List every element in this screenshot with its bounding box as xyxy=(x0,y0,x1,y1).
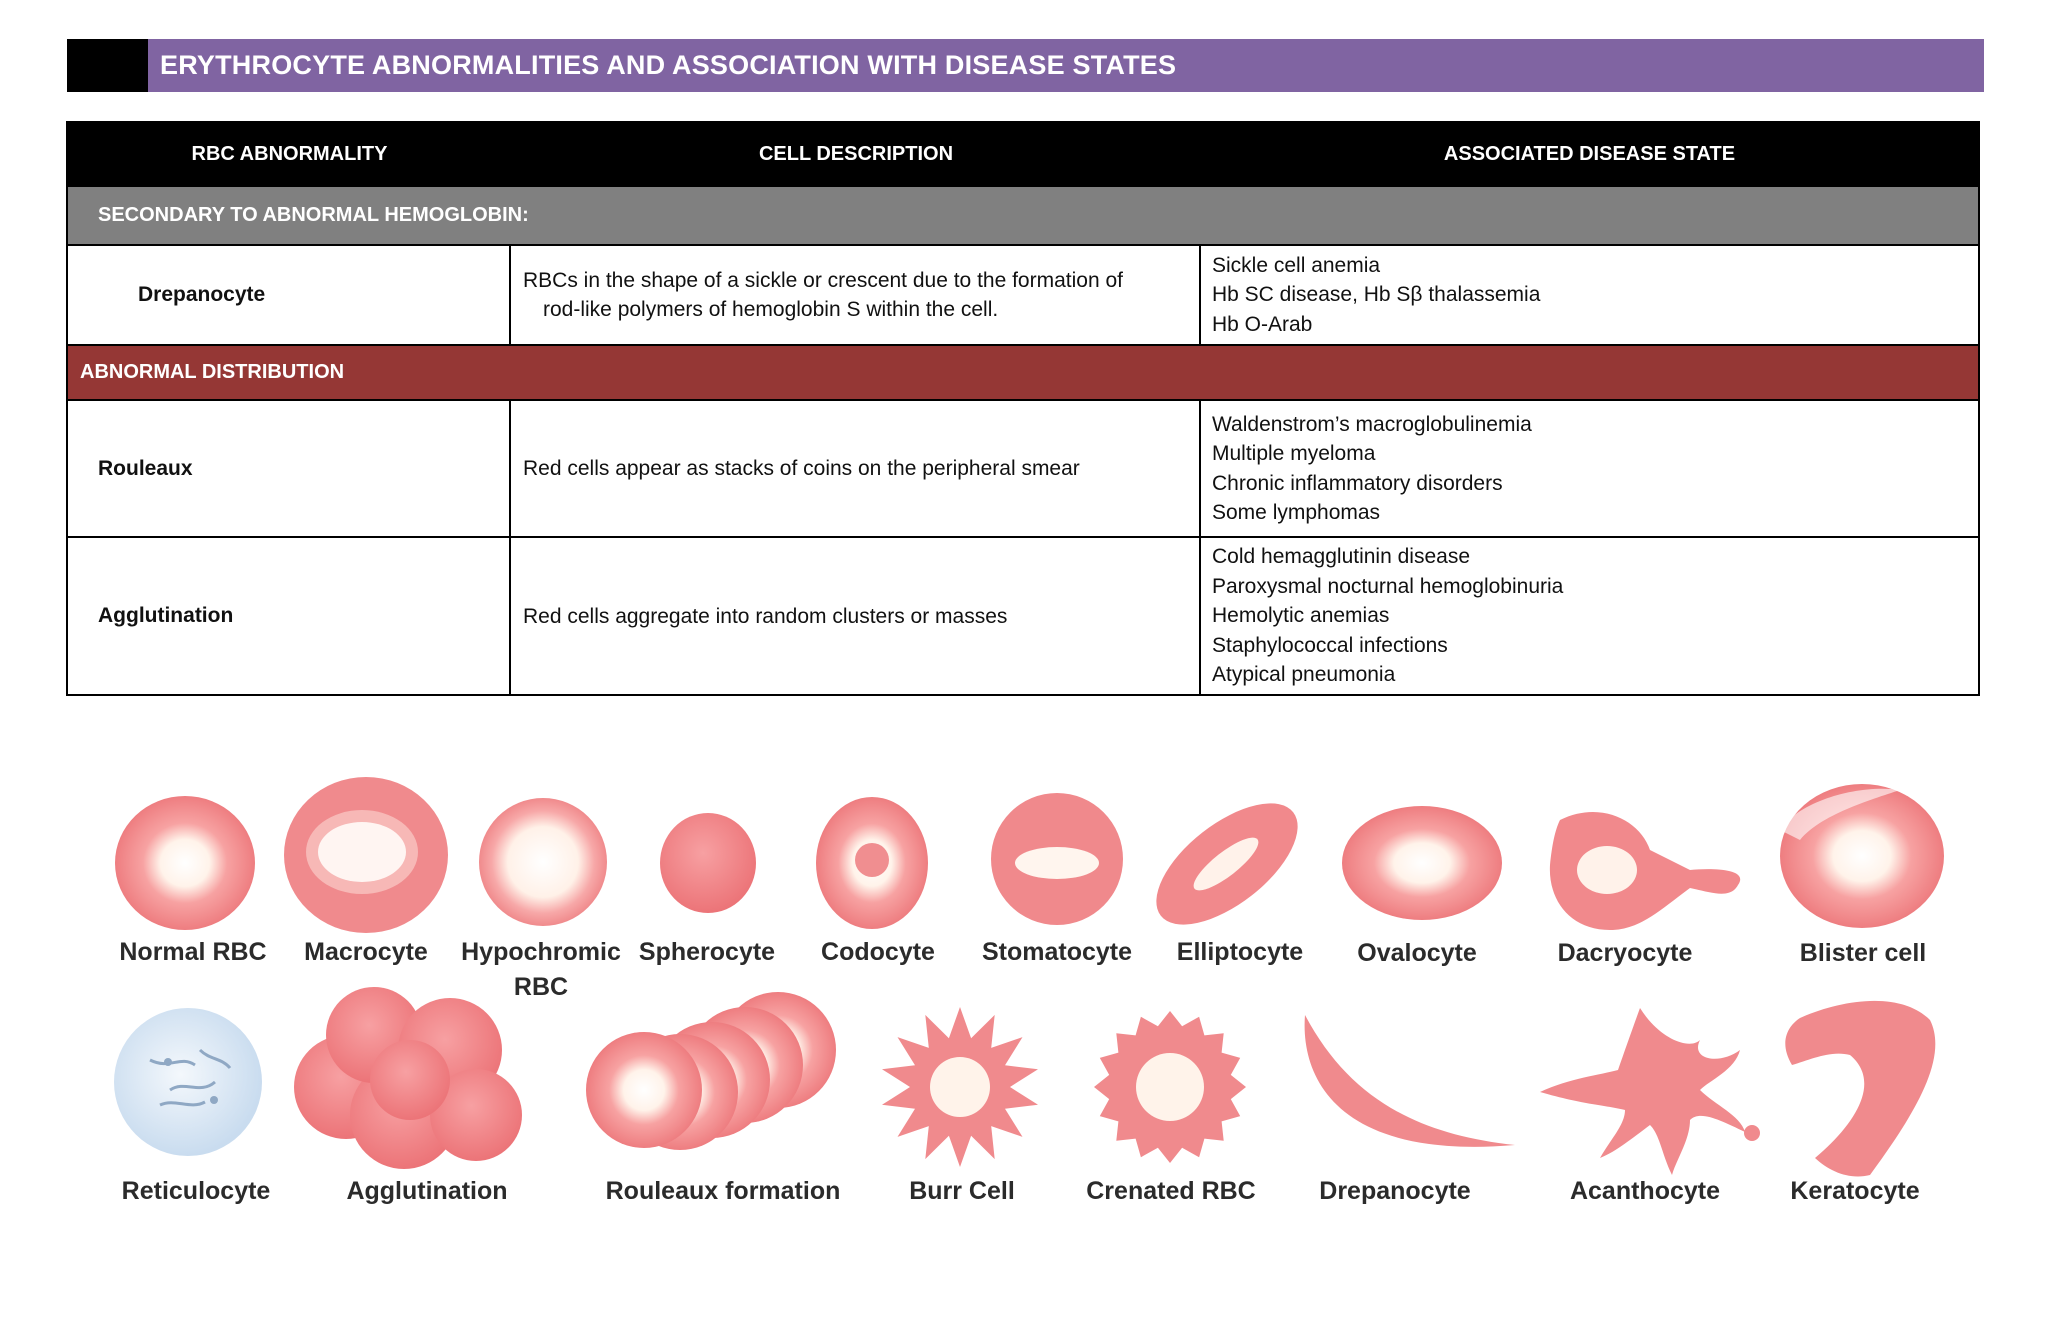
dacryocyte-icon xyxy=(1549,811,1741,930)
page-title: ERYTHROCYTE ABNORMALITIES AND ASSOCIATIO… xyxy=(148,39,1984,92)
rouleaux-formation-icon xyxy=(586,992,836,1150)
label-drepanocyte: Drepanocyte xyxy=(1319,1177,1471,1205)
cell-diseases: Waldenstrom’s macroglobulinemia Multiple… xyxy=(1201,401,1978,536)
table-header-row: RBC ABNORMALITY CELL DESCRIPTION ASSOCIA… xyxy=(68,123,1978,187)
label-macrocyte: Macrocyte xyxy=(304,938,428,966)
cell-abnormality-name: Drepanocyte xyxy=(68,246,511,344)
codocyte-icon xyxy=(816,797,928,929)
disease-item: Hb O-Arab xyxy=(1212,312,1313,336)
label-agglutination: Agglutination xyxy=(346,1177,508,1205)
disease-item: Some lymphomas xyxy=(1212,501,1381,524)
label-stomatocyte: Stomatocyte xyxy=(981,938,1133,966)
label-codocyte: Codocyte xyxy=(821,938,935,966)
disease-item: Atypical pneumonia xyxy=(1212,663,1396,687)
label-spherocyte: Spherocyte xyxy=(638,938,776,966)
header-cell-description: CELL DESCRIPTION xyxy=(758,142,954,165)
macrocyte-icon xyxy=(284,777,448,933)
blister-cell-icon xyxy=(1780,784,1944,928)
disease-item: Multiple myeloma xyxy=(1212,442,1376,465)
cell-abnormality-name: Rouleaux xyxy=(68,401,511,536)
cell-diseases: Sickle cell anemia Hb SC disease, Hb Sβ … xyxy=(1201,246,1978,344)
burr-cell-icon xyxy=(882,1007,1038,1167)
description-line: RBCs in the shape of a sickle or crescen… xyxy=(523,269,1123,292)
label-hypochromic: Hypochromic xyxy=(461,938,621,966)
cell-description: Red cells appear as stacks of coins on t… xyxy=(511,401,1201,536)
label-blister-cell: Blister cell xyxy=(1799,939,1927,967)
cell-description: RBCs in the shape of a sickle or crescen… xyxy=(511,246,1201,344)
cell-abnormality-name: Agglutination xyxy=(68,538,511,694)
stomatocyte-icon xyxy=(991,793,1123,925)
label-elliptocyte: Elliptocyte xyxy=(1176,938,1304,966)
section-abnormal-distribution: ABNORMAL DISTRIBUTION xyxy=(68,346,1978,401)
section-abnormal-hemoglobin: SECONDARY TO ABNORMAL HEMOGLOBIN: xyxy=(68,187,1978,246)
label-rouleaux-formation: Rouleaux formation xyxy=(605,1177,841,1205)
label-dacryocyte: Dacryocyte xyxy=(1557,939,1693,967)
disease-item: Hb SC disease, Hb Sβ thalassemia xyxy=(1212,283,1541,307)
spherocyte-icon xyxy=(660,813,756,913)
label-crenated-rbc: Crenated RBC xyxy=(1086,1177,1256,1205)
title-banner: ERYTHROCYTE ABNORMALITIES AND ASSOCIATIO… xyxy=(67,39,1984,92)
rbc-illustrations: Normal RBC Macrocyte Hypochromic RBC Sph… xyxy=(0,760,2048,1240)
label-burr-cell: Burr Cell xyxy=(909,1177,1015,1205)
acanthocyte-icon xyxy=(1540,1008,1760,1175)
label-keratocyte: Keratocyte xyxy=(1790,1177,1920,1205)
ovalocyte-icon xyxy=(1342,806,1502,920)
abnormalities-table: RBC ABNORMALITY CELL DESCRIPTION ASSOCIA… xyxy=(66,121,1980,696)
header-associated-disease: ASSOCIATED DISEASE STATE xyxy=(1443,142,1736,165)
table-row-drepanocyte: Drepanocyte RBCs in the shape of a sickl… xyxy=(68,246,1978,346)
keratocyte-icon xyxy=(1785,1000,1936,1177)
rbc-illustration-canvas xyxy=(114,777,1944,1177)
agglutination-icon xyxy=(294,987,522,1169)
disease-item: Hemolytic anemias xyxy=(1212,604,1390,628)
disease-item: Paroxysmal nocturnal hemoglobinuria xyxy=(1212,574,1564,598)
banner-black-block xyxy=(67,39,148,92)
label-ovalocyte: Ovalocyte xyxy=(1357,939,1477,967)
table-row-rouleaux: Rouleaux Red cells appear as stacks of c… xyxy=(68,401,1978,538)
label-acanthocyte: Acanthocyte xyxy=(1569,1177,1721,1205)
reticulocyte-icon xyxy=(114,1008,262,1156)
disease-item: Chronic inflammatory disorders xyxy=(1212,471,1503,495)
hypochromic-rbc-icon xyxy=(479,798,607,926)
drepanocyte-icon xyxy=(1304,1015,1515,1147)
disease-item: Waldenstrom’s macroglobulinemia xyxy=(1212,412,1532,436)
elliptocyte-icon xyxy=(1156,803,1298,925)
cell-diseases: Cold hemagglutinin disease Paroxysmal no… xyxy=(1201,538,1978,694)
label-hypochromic-rbc: RBC xyxy=(513,973,569,1001)
table-row-agglutination: Agglutination Red cells aggregate into r… xyxy=(68,538,1978,694)
disease-item: Cold hemagglutinin disease xyxy=(1212,545,1470,569)
disease-item: Sickle cell anemia xyxy=(1212,253,1381,277)
cell-description: Red cells aggregate into random clusters… xyxy=(511,538,1201,694)
label-reticulocyte: Reticulocyte xyxy=(121,1177,271,1205)
disease-item: Staphylococcal infections xyxy=(1212,633,1448,657)
label-normal-rbc: Normal RBC xyxy=(119,938,267,966)
description-line: rod-like polymers of hemoglobin S within… xyxy=(543,298,999,321)
normal-rbc-icon xyxy=(115,796,255,930)
header-rbc-abnormality: RBC ABNORMALITY xyxy=(191,142,388,165)
crenated-rbc-icon xyxy=(1094,1011,1246,1163)
